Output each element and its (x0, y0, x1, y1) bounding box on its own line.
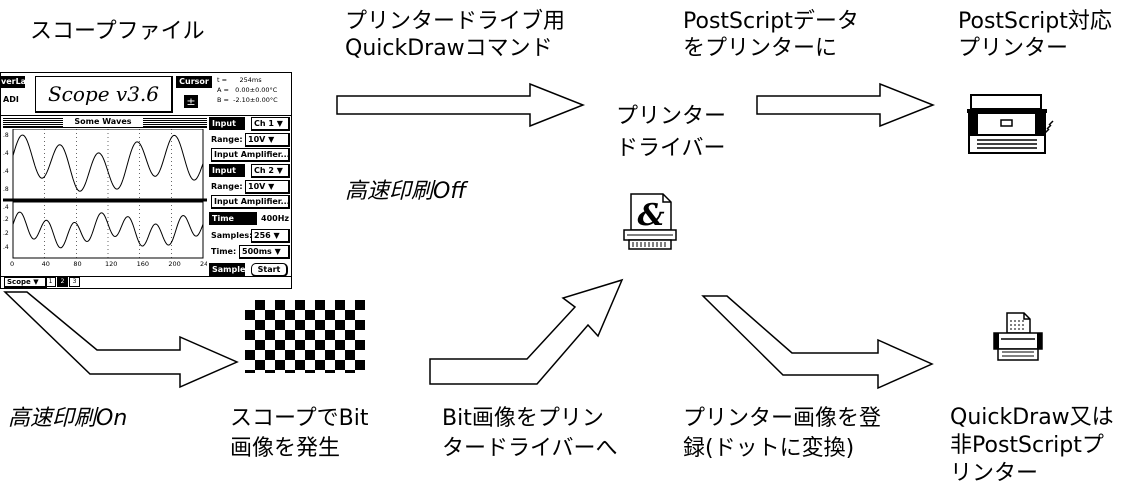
label-scope-bit-image: スコープでBit 画像を発生 (230, 406, 369, 461)
start-button[interactable]: Start (251, 263, 288, 277)
cursor-plus-minus-button[interactable]: ± (184, 95, 198, 108)
label-printer-driver: プリンター ドライバー (616, 104, 727, 161)
y-tick-label: .4 (3, 204, 9, 211)
input-a-header: Input A (209, 117, 245, 141)
scope-title: Scope v3.6 (35, 76, 173, 113)
x-tick-label: 0 (10, 260, 14, 268)
x-tick-label: 80 (73, 260, 81, 268)
scope-toolbar: verLab ADI Scope v3.6 Cursor ± t = 254ms… (1, 73, 291, 116)
range-a-select[interactable]: 10V ▼ (245, 133, 290, 147)
sample-header: Sample (209, 263, 245, 276)
y-tick-label: .8 (3, 132, 9, 139)
scope-window: verLab ADI Scope v3.6 Cursor ± t = 254ms… (0, 72, 292, 289)
samples-select[interactable]: 256 ▼ (251, 229, 290, 243)
page-tab[interactable]: 1 (45, 277, 56, 287)
x-tick-label: 200 (168, 260, 180, 268)
ampersand-driver-icon: & (623, 193, 677, 250)
label-quickdraw-command: プリンタードライブ用 QuickDrawコマンド (345, 9, 566, 61)
input-b-channel-select[interactable]: Ch 2 ▼ (251, 164, 290, 178)
time-base-value: 400Hz (261, 214, 290, 223)
label-register-image: プリンター画像を登 録(ドットに変換) (683, 406, 882, 461)
plot-title: Some Waves (63, 117, 143, 127)
y-tick-label: .8 (3, 186, 9, 193)
cursor-readout: t = 254ms A = 0.00±0.00°C B = -2.10±0.00… (217, 76, 278, 104)
input-a-channel-select[interactable]: Ch 1 ▼ (251, 117, 290, 131)
x-unit-label: ms (103, 268, 111, 269)
label-bit-to-printer: Bit画像をプリン タードライバーへ (442, 406, 618, 461)
y-tick-label: .2 (3, 230, 9, 237)
samples-label: Samples: (211, 231, 253, 240)
label-fast-print-off: 高速印刷Off (345, 179, 467, 204)
scope-menu-select[interactable]: Scope ▼ (4, 277, 47, 288)
laser-printer-icon (967, 94, 1054, 154)
x-tick-label: 160 (137, 260, 149, 268)
y-tick-label: .4 (3, 244, 9, 251)
time-base-header: Time Base (209, 212, 257, 236)
x-tick-label: 24 (200, 260, 207, 268)
y-tick-label: .2 (3, 216, 9, 223)
page-tab[interactable]: 3 (69, 277, 80, 287)
waveform-trace (12, 134, 204, 192)
range-a-label: Range: (211, 135, 243, 144)
label-fast-print-on: 高速印刷On (8, 406, 128, 431)
input-a-amplifier-button[interactable]: Input Amplifier... (211, 148, 290, 162)
label-quickdraw-printer: QuickDraw又は 非PostScriptプ リンター (950, 405, 1114, 486)
y-tick-label: .4 (3, 150, 9, 157)
dot-matrix-printer-icon (993, 312, 1043, 361)
range-b-select[interactable]: 10V ▼ (245, 180, 290, 194)
label-postscript-data: PostScriptデータ をプリンターに (683, 9, 859, 61)
cursor-button[interactable]: Cursor (176, 76, 212, 88)
range-b-label: Range: (211, 182, 243, 191)
plot-title-bar: Some Waves (3, 117, 207, 128)
input-b-header: Input B (209, 164, 245, 188)
waveform-trace (12, 211, 204, 249)
y-tick-label: .4 (3, 168, 9, 175)
page-tab[interactable]: 2 (57, 277, 68, 287)
svg-text:&: & (637, 198, 664, 233)
x-tick-label: 40 (42, 260, 50, 268)
checkerboard-icon (245, 300, 365, 373)
waveform-plot: .8 .4 .4 .8 .4 .2 .2 .4 0 40 80 120 160 200 24 ms (3, 129, 207, 269)
time-select[interactable]: 500ms ▼ (239, 245, 290, 259)
label-scope-file: スコープファイル (30, 19, 205, 44)
brand-label: verLab (1, 76, 25, 88)
time-label: Time: (211, 247, 237, 256)
label-postscript-printer: PostScript対応 プリンター (958, 9, 1112, 61)
input-b-amplifier-button[interactable]: Input Amplifier... (211, 195, 290, 209)
brand-sub-label: ADI (3, 95, 19, 104)
x-tick-label: 120 (105, 260, 117, 268)
